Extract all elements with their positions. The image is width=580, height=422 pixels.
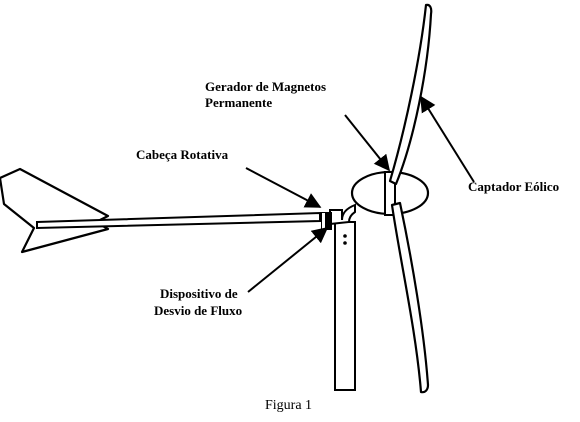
- rotor-blade-upper: [388, 3, 433, 186]
- label-generator-line2: Permanente: [205, 95, 273, 110]
- label-diverter-line2: Desvio de Fluxo: [154, 303, 243, 318]
- arrow-rotating-head: [245, 167, 322, 208]
- tower-pole: [334, 221, 356, 391]
- rotating-head: [329, 203, 356, 226]
- figure-caption: Figura 1: [265, 398, 313, 413]
- generator-band: [384, 171, 396, 216]
- label-wind-collector: Captador Eólico: [468, 179, 560, 194]
- tail-boom: [36, 211, 321, 230]
- flow-diverter-device: [321, 212, 332, 230]
- label-generator-line1: Gerador de Magnetos: [205, 79, 327, 94]
- rotor-blade-lower: [390, 201, 430, 394]
- arrow-generator: [344, 114, 390, 172]
- label-diverter-line1: Dispositivo de: [160, 286, 238, 301]
- tail-fin: [0, 167, 110, 254]
- arrow-wind-collector: [420, 95, 475, 183]
- label-rotating-head: Cabeça Rotativa: [136, 147, 229, 162]
- arrow-flow-diverter: [247, 226, 329, 293]
